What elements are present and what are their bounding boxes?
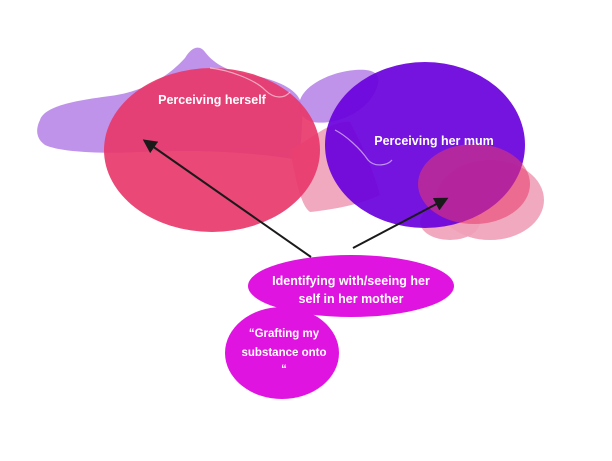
mum-overlay-blob <box>418 144 530 224</box>
perceiving-mum-label: Perceiving her mum <box>374 134 494 148</box>
grafting-bubble[interactable] <box>225 307 339 399</box>
decorative-curl-left <box>209 67 291 98</box>
identifying-label-line-1: Identifying with/seeing her <box>272 274 430 288</box>
perceiving-herself-label: Perceiving herself <box>158 93 267 107</box>
identifying-label-line-2: self in her mother <box>299 292 404 306</box>
identifying-bubble[interactable] <box>248 255 454 317</box>
arrow-to-mum <box>352 197 449 249</box>
arrow-to-herself <box>142 139 312 258</box>
perceiving-herself-bubble[interactable] <box>104 68 320 232</box>
grafting-label-line-2: substance onto <box>242 347 327 359</box>
grafting-label-line-3: “ <box>281 364 287 376</box>
decorative-curl-right <box>334 129 393 166</box>
grafting-label-line-1: “Grafting my <box>249 328 320 340</box>
